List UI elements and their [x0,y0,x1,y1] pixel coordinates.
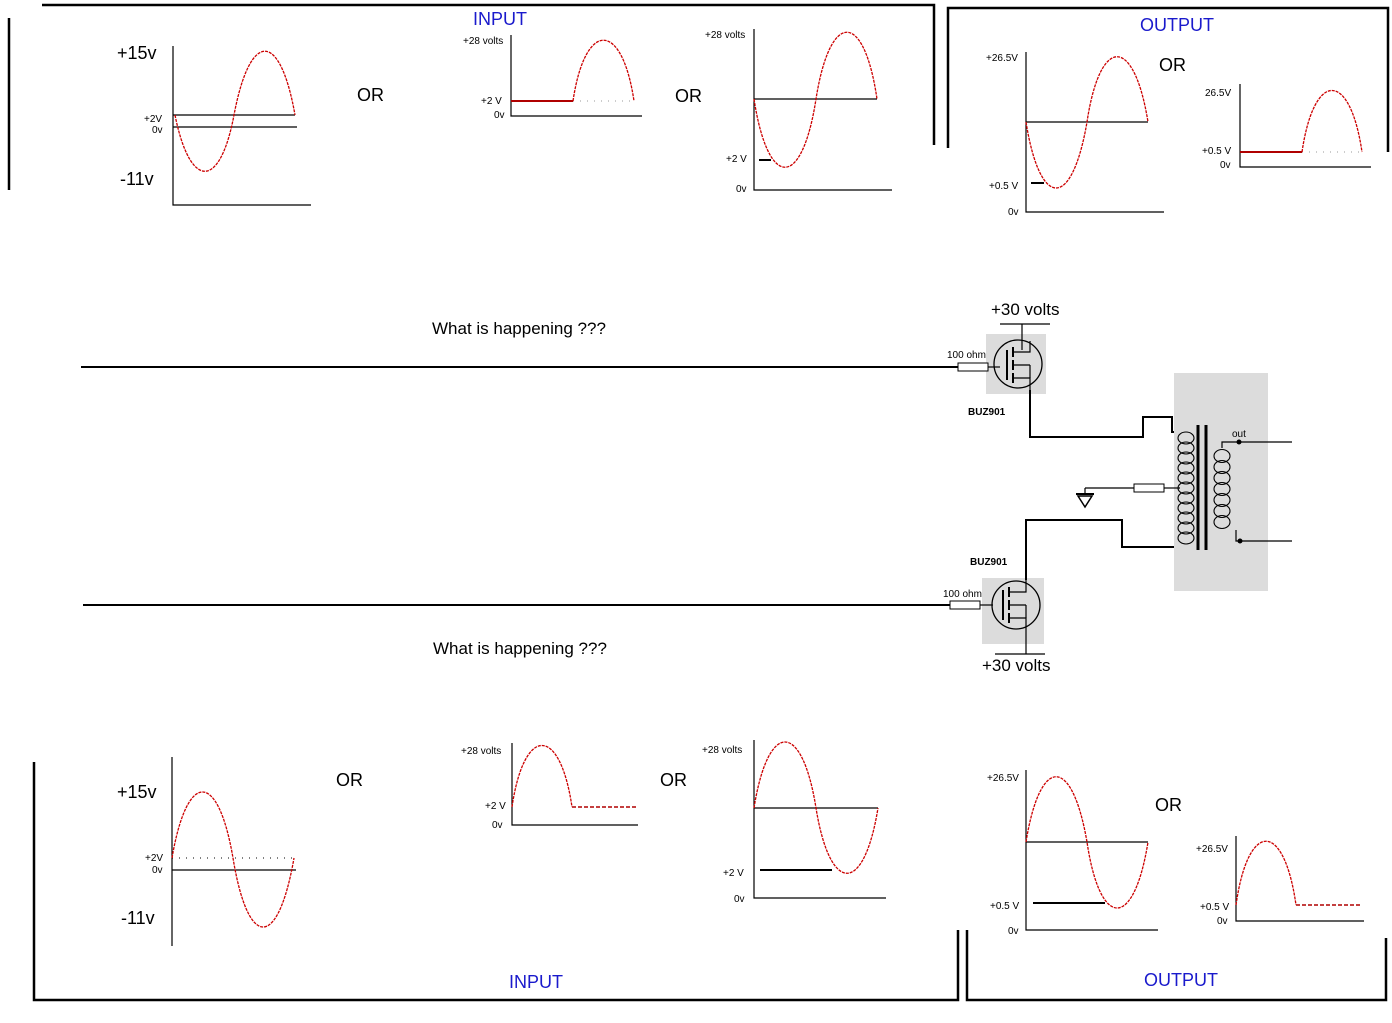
drain-wire-top [1029,390,1190,438]
coil-loop [1177,471,1195,485]
top-graph-1: +15v +2V 0v -11v [117,43,311,206]
top-g2-mid-label: +2 V [481,96,502,107]
question-bottom: What is happening ??? [433,639,607,658]
top-g3-mid-label: +2 V [726,154,747,165]
top-or-3: OR [1159,55,1186,75]
bottom-graph-5: +26.5V +0.5 V 0v [1196,836,1364,927]
resistor-top-label: 100 ohm [947,350,986,361]
bottom-g4-zero-label: 0v [1008,926,1019,937]
bottom-g2-mid-label: +2 V [485,801,506,812]
mosfet-top: +30 volts 100 ohm BUZ901 [947,300,1060,418]
bottom-graph-4: +26.5V +0.5 V 0v [987,770,1158,937]
bottom-output-frame [965,930,1388,1002]
top-g4-mid-label: +0.5 V [989,181,1019,192]
supply-top-label: +30 volts [991,300,1060,319]
ground-icon [1076,495,1094,509]
mosfet-bottom: BUZ901 100 ohm +30 volts [943,557,1051,675]
bottom-g1-top-label: +15v [117,782,157,802]
bottom-g3-mid-label: +2 V [723,868,744,879]
bottom-g2-top-label: +28 volts [461,746,501,757]
top-g1-zero-label: 0v [152,125,163,136]
bottom-g4-mid-label: +0.5 V [990,901,1020,912]
bottom-output-heading: OUTPUT [1144,970,1218,990]
bottom-g2-zero-label: 0v [492,820,503,831]
bottom-input-frame [32,762,960,1002]
secondary-winding [1213,448,1231,530]
top-or-1: OR [357,85,384,105]
top-g4-zero-label: 0v [1008,207,1019,218]
top-g3-top-label: +28 volts [705,30,745,41]
coil-loop [1177,491,1195,505]
coil-loop [1213,448,1231,464]
top-input-frame [7,3,936,190]
top-g3-zero-label: 0v [736,184,747,195]
top-graph-3: +28 volts +2 V 0v [705,29,892,195]
top-g2-zero-label: 0v [494,110,505,121]
bottom-g3-top-label: +28 volts [702,745,742,756]
top-g4-top-label: +26.5V [986,53,1018,64]
output-transformer: out [1174,373,1292,591]
bottom-graph-2: +28 volts +2 V 0v [461,743,638,831]
supply-bottom-label: +30 volts [982,656,1051,675]
top-g5-zero-label: 0v [1220,160,1231,171]
coil-loop [1213,481,1231,497]
bottom-g5-top-label: +26.5V [1196,844,1228,855]
bottom-g3-zero-label: 0v [734,894,745,905]
coil-loop [1213,503,1231,519]
top-input-heading: INPUT [473,9,527,29]
coil-loop [1213,470,1231,486]
bottom-graph-3: +28 volts +2 V 0v [702,740,886,905]
bottom-g5-mid-label: +0.5 V [1200,902,1230,913]
top-g1-bottom-label: -11v [120,169,154,189]
top-g1-top-label: +15v [117,43,157,63]
transformer-out-label: out [1232,429,1246,440]
resistor-bottom-label: 100 ohm [943,589,982,600]
bottom-g1-zero-label: 0v [152,865,163,876]
bottom-or-3: OR [1155,795,1182,815]
bottom-g5-zero-label: 0v [1217,916,1228,927]
center-tap-ground [1076,483,1180,509]
mosfet-top-label: BUZ901 [968,407,1006,418]
coil-loop [1213,492,1231,508]
coil-loop [1213,514,1231,530]
coil-loop [1177,511,1195,525]
question-top: What is happening ??? [432,319,606,338]
top-graph-5: 26.5V +0.5 V 0v [1202,84,1371,171]
coil-loop [1177,441,1195,455]
bottom-g4-top-label: +26.5V [987,773,1019,784]
mosfet-bottom-label: BUZ901 [970,557,1008,568]
top-g2-top-label: +28 volts [463,36,503,47]
coil-loop [1177,501,1195,515]
top-g1-mid-label: +2V [144,114,162,125]
drain-wire-bottom [1025,519,1190,580]
top-or-2: OR [675,86,702,106]
bottom-graph-1: +15v +2V 0v -11v [117,757,296,946]
coil-loop [1213,459,1231,475]
coil-loop [1177,451,1195,465]
bottom-g1-mid-label: +2V [145,853,163,864]
bottom-or-2: OR [660,770,687,790]
top-g5-top-label: 26.5V [1205,88,1231,99]
bottom-or-1: OR [336,770,363,790]
top-output-frame [946,6,1390,152]
bottom-input-heading: INPUT [509,972,563,992]
top-output-heading: OUTPUT [1140,15,1214,35]
coil-loop [1177,521,1195,535]
coil-loop [1177,431,1195,445]
coil-loop [1177,461,1195,475]
top-graph-4: +26.5V +0.5 V 0v [986,52,1164,218]
top-graph-2: +28 volts +2 V 0v [463,35,642,121]
top-g5-mid-label: +0.5 V [1202,146,1232,157]
bottom-g1-bottom-label: -11v [121,908,155,928]
coil-loop [1177,531,1195,545]
